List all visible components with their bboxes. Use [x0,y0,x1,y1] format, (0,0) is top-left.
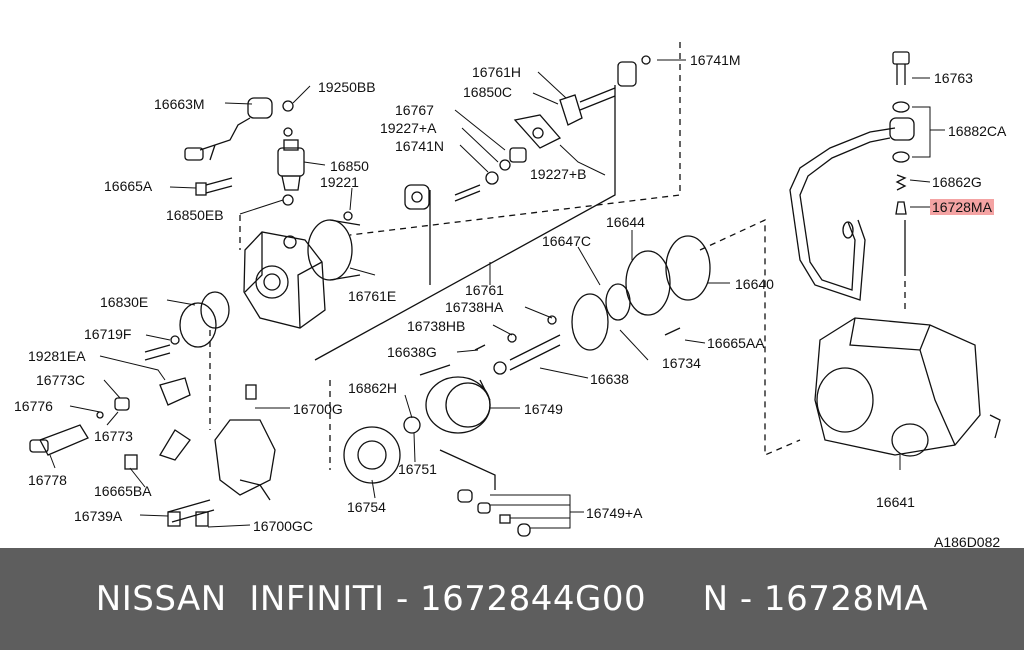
part-label: 16638G [387,344,437,360]
part-label: 16862G [932,174,982,190]
pump-housing-right [814,317,1001,457]
part-label: 16761H [472,64,522,80]
part-label: 19281EA [28,348,86,364]
part-label: 16738HB [407,318,466,334]
part-label: 16719F [84,326,132,342]
part-label: 19227+A [380,120,437,136]
part-label: 16741N [395,138,445,154]
leader-frames [209,42,906,470]
part-label: 16738HA [445,299,504,315]
part-label: 16700GC [253,518,313,534]
part-label: 16761E [348,288,397,304]
part-label: 16850 [330,158,369,174]
diagram-drawing [29,42,1001,537]
part-label: 16882CA [948,123,1007,139]
part-label: 16665A [104,178,153,194]
part-label: 19250BB [318,79,376,95]
part-label: 16638 [590,371,629,387]
part-label: 16749+A [586,505,643,521]
overflow-valve-stack [889,51,915,270]
part-label: 16763 [934,70,973,86]
part-label: 16734 [662,355,701,371]
part-label: 16767 [395,102,434,118]
part-label: 16665AA [707,335,765,351]
bolt-16665A [195,177,233,196]
part-label: 16751 [398,461,437,477]
part-label: 16644 [606,214,645,230]
pump-housing-left [243,231,326,329]
part-label: 16741M [690,52,741,68]
part-label: 16739A [74,508,123,524]
parts-diagram: 16663M 19250BB 16665A 16850EB 16850 1922… [14,42,1007,550]
part-label: 16778 [28,472,67,488]
part-label: 16663M [154,96,205,112]
banner-text: NISSAN INFINITI - 1672844G00 N - 16728MA [95,579,929,619]
lower-left-fittings [29,377,276,527]
left-fittings [144,291,230,361]
drawing-code: A186D082 [934,534,1001,550]
solenoid [277,139,305,206]
cover-disk [307,219,361,281]
pump-internals [343,235,711,537]
part-label: 19221 [320,174,359,190]
upper-parts [343,55,651,221]
part-label: 16850C [463,84,513,100]
part-number-banner: NISSAN INFINITI - 1672844G00 N - 16728MA [0,548,1024,650]
part-label: 16665BA [94,483,152,499]
part-label: 16830E [100,294,149,310]
highlighted-part-label: 16728MA [930,199,994,215]
frame-lines [314,85,616,361]
part-label: 16641 [876,494,915,510]
leader-lines [49,59,945,529]
part-label: 16773 [94,428,133,444]
part-label: 16850EB [166,207,224,223]
part-label: 16862H [348,380,398,396]
fuel-pipe [789,127,896,301]
sensor-connector [184,97,294,161]
part-label: 16773C [36,372,86,388]
part-label: 16761 [465,282,504,298]
part-label: 19227+B [530,166,587,182]
part-label: 16776 [14,398,53,414]
part-label: 16754 [347,499,386,515]
part-label: 16647C [542,233,592,249]
part-label: 16749 [524,401,563,417]
part-label: 16700G [293,401,343,417]
part-label: 16640 [735,276,774,292]
